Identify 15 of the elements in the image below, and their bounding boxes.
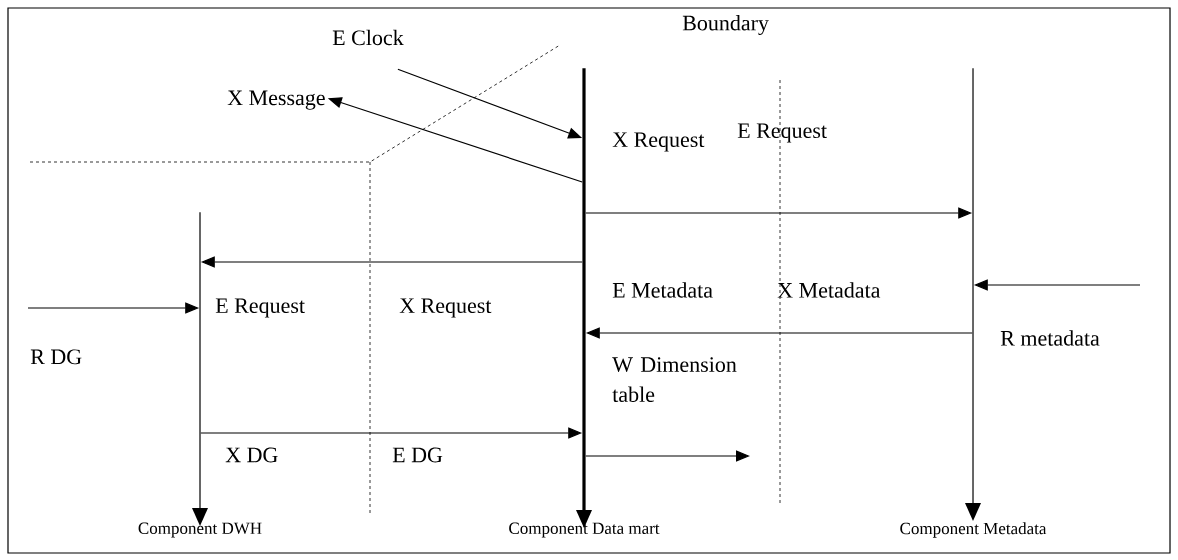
component-name: Component Metadata	[900, 522, 1047, 538]
flow-label: E Metadata	[612, 282, 713, 298]
flow-label: W Dimension table	[612, 357, 737, 402]
flow-label: R DG	[30, 349, 82, 365]
flow-label: Boundary	[682, 15, 769, 35]
lifeline	[965, 68, 981, 521]
flow-label: E Clock	[332, 29, 404, 46]
flow-label: X Request	[399, 298, 492, 318]
flow-label: R metadata	[1000, 330, 1100, 346]
flow-label: E Request	[737, 123, 827, 143]
flow-label: X Message	[227, 90, 325, 110]
flow-label: X DG	[225, 447, 278, 463]
component-name: Component Data mart	[509, 522, 660, 538]
flow-label: E DG	[392, 447, 443, 463]
component-name: Component DWH	[138, 522, 262, 538]
